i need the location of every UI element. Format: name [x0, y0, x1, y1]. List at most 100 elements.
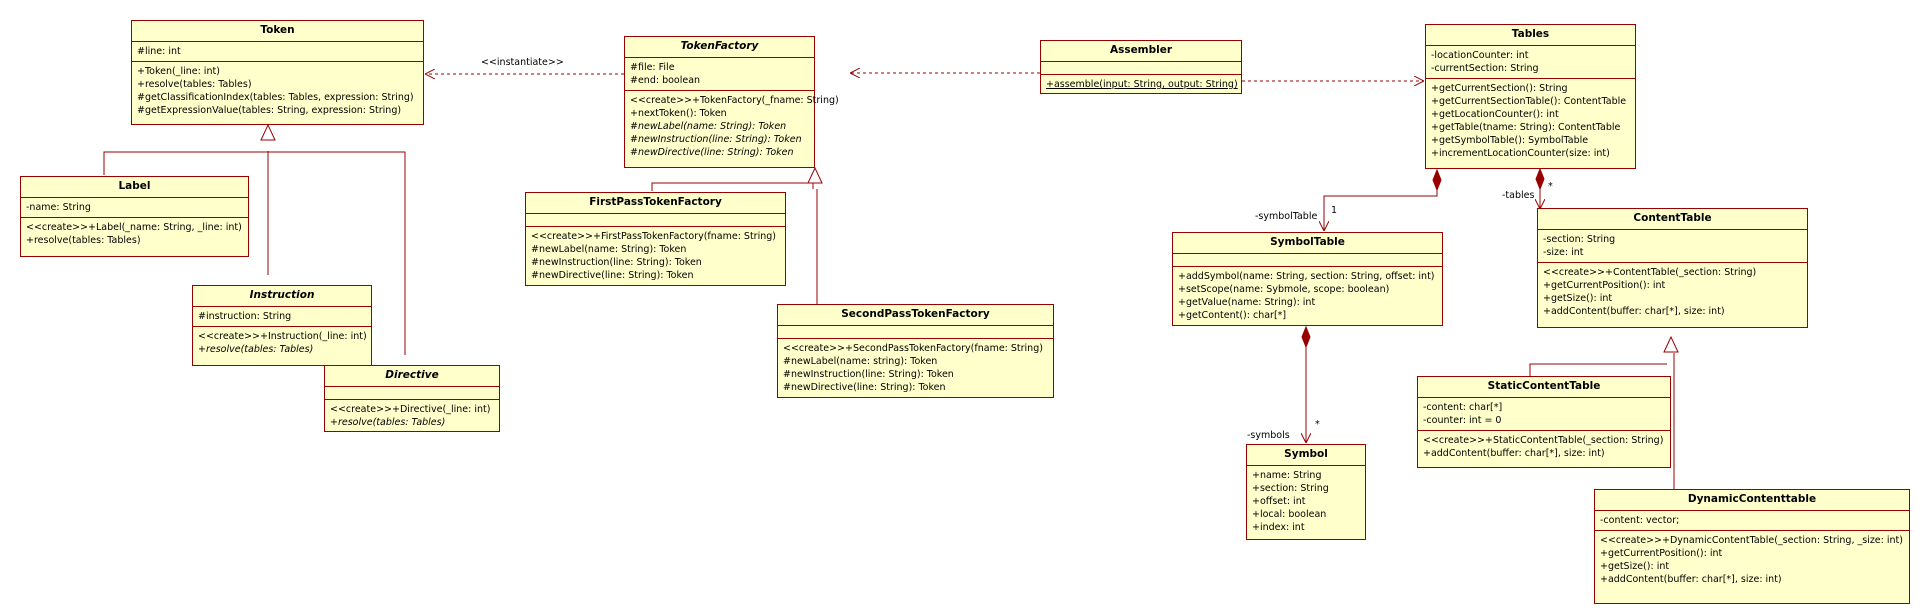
class-name: Symbol: [1247, 445, 1365, 466]
attribute-row: +section: String: [1252, 483, 1329, 494]
operation-row: +getSize(): int: [1543, 293, 1613, 304]
class-name: DynamicContenttable: [1595, 490, 1909, 511]
operation-row: +addContent(buffer: char[*], size: int): [1600, 574, 1782, 585]
operation-row: +nextToken(): Token: [630, 108, 727, 119]
attribute-row: -size: int: [1543, 247, 1584, 258]
class-name: Directive: [325, 366, 499, 387]
class-assembler[interactable]: Assembler +assemble(input: String, output…: [1040, 40, 1242, 94]
attributes-compartment: #line: int: [132, 42, 423, 62]
operation-row: +getCurrentPosition(): int: [1543, 280, 1666, 291]
operation-row: <<create>>+FirstPassTokenFactory(fname: …: [531, 231, 776, 242]
operation-row: +getTable(tname: String): ContentTable: [1431, 122, 1621, 133]
attribute-row: -locationCounter: int: [1431, 50, 1529, 61]
attributes-compartment: [1041, 62, 1241, 75]
class-instruction[interactable]: Instruction #instruction: String <<create>…: [192, 285, 372, 366]
operation-row: +resolve(tables: Tables): [198, 344, 314, 355]
class-name: StaticContentTable: [1418, 377, 1670, 398]
operation-row: +setScope(name: Sybmole, scope: boolean): [1178, 284, 1390, 295]
class-secondpasstokenfactory[interactable]: SecondPassTokenFactory <<create>>+SecondP…: [777, 304, 1054, 398]
operation-row: #newInstruction(line: String): Token: [531, 257, 702, 268]
operations-compartment: +assemble(input: String, output: String): [1041, 75, 1241, 94]
attribute-row: -content: vector;: [1600, 515, 1680, 526]
operation-row: +getCurrentSection(): String: [1431, 83, 1568, 94]
attribute-row: +name: String: [1252, 470, 1322, 481]
class-directive[interactable]: Directive <<create>>+Directive(_line: int…: [324, 365, 500, 432]
attribute-row: -name: String: [26, 202, 91, 213]
operation-row: +getLocationCounter(): int: [1431, 109, 1559, 120]
operations-compartment: <<create>>+StaticContentTable(_section: …: [1418, 431, 1670, 463]
class-name: ContentTable: [1538, 209, 1807, 230]
operation-row: #newLabel(name: String): Token: [531, 244, 687, 255]
operation-row: +getContent(): char[*]: [1178, 310, 1287, 321]
operation-row: <<create>>+StaticContentTable(_section: …: [1423, 435, 1664, 446]
class-name: SymbolTable: [1173, 233, 1442, 254]
class-name: SecondPassTokenFactory: [778, 305, 1053, 326]
class-name: TokenFactory: [625, 37, 814, 58]
operation-row: #newDirective(line: String): Token: [783, 382, 946, 393]
class-symboltable[interactable]: SymbolTable +addSymbol(name: String, sect…: [1172, 232, 1443, 326]
operation-row: #newLabel(name: String): Token: [630, 121, 787, 132]
attributes-compartment: #instruction: String: [193, 307, 371, 327]
class-name: Assembler: [1041, 41, 1241, 62]
class-label[interactable]: Label-name: String<<create>>+Label(_name…: [20, 176, 249, 257]
class-token[interactable]: Token#line: int+Token(_line: int)+resolv…: [131, 20, 424, 125]
attributes-compartment: -name: String: [21, 198, 248, 218]
class-name: Tables: [1426, 25, 1635, 46]
operation-row: #newDirective(line: String): Token: [531, 270, 694, 281]
operations-compartment: <<create>>+TokenFactory(_fname: String) +…: [625, 91, 839, 162]
tables-role-label: -tables: [1502, 190, 1535, 201]
operation-row: #getClassificationIndex(tables: Tables, …: [137, 92, 414, 103]
operation-row: +addSymbol(name: String, section: String…: [1178, 271, 1435, 282]
attributes-compartment: #file: File#end: boolean: [625, 58, 814, 91]
operation-row: +resolve(tables: Tables): [137, 79, 252, 90]
class-staticcontenttable[interactable]: StaticContentTable-content: char[*]-coun…: [1417, 376, 1671, 468]
class-firstpasstokenfactory[interactable]: FirstPassTokenFactory <<create>>+FirstPas…: [525, 192, 786, 286]
class-dynamiccontenttable[interactable]: DynamicContenttable -content: vector; <<cr…: [1594, 489, 1910, 604]
operation-row: <<create>>+ContentTable(_section: String…: [1543, 267, 1757, 278]
attributes-compartment: +name: String +section: String +offset: in…: [1247, 466, 1365, 537]
operations-compartment: <<create>>+Label(_name: String, _line: i…: [21, 218, 248, 250]
operation-row: +assemble(input: String, output: String): [1046, 79, 1238, 90]
operation-row: #newInstruction(line: String): Token: [783, 369, 954, 380]
class-tokenfactory[interactable]: TokenFactory#file: File#end: boolean<<cr…: [624, 36, 839, 168]
operations-compartment: <<create>>+FirstPassTokenFactory(fname: …: [526, 227, 785, 285]
attributes-compartment: [1173, 254, 1442, 267]
composition-symboltable-symbol: [1302, 325, 1310, 443]
operation-row: <<create>>+Directive(_line: int): [330, 404, 491, 415]
operations-compartment: <<create>>+SecondPassTokenFactory(fname:…: [778, 339, 1053, 397]
operation-row: +incrementLocationCounter(size: int): [1431, 148, 1610, 159]
attribute-row: -content: char[*]: [1423, 402, 1503, 413]
class-name: FirstPassTokenFactory: [526, 193, 785, 214]
attribute-row: -currentSection: String: [1431, 63, 1539, 74]
operation-row: +Token(_line: int): [137, 66, 220, 77]
class-symbol[interactable]: Symbol +name: String +section: String +offs…: [1246, 444, 1366, 540]
operation-row: +getValue(name: String): int: [1178, 297, 1316, 308]
attribute-row: +index: int: [1252, 522, 1305, 533]
symbols-multiplicity: *: [1315, 419, 1320, 430]
operation-row: #getExpressionValue(tables: String, expr…: [137, 105, 402, 116]
composition-tables-symboltable: [1324, 168, 1442, 231]
operation-row: +getCurrentSectionTable(): ContentTable: [1431, 96, 1627, 107]
operations-compartment: <<create>>+Instruction(_line: int) +resol…: [193, 327, 371, 359]
class-name: Instruction: [193, 286, 371, 307]
operation-row: +getSymbolTable(): SymbolTable: [1431, 135, 1589, 146]
composition-tables-contenttable: [1536, 167, 1544, 209]
class-contenttable[interactable]: ContentTable -section: String -size: int <<…: [1537, 208, 1808, 328]
operation-row: +resolve(tables: Tables): [330, 417, 446, 428]
instantiate-label: <<instantiate>>: [481, 57, 564, 68]
operation-row: <<create>>+TokenFactory(_fname: String): [630, 95, 839, 106]
operation-row: +getCurrentPosition(): int: [1600, 548, 1723, 559]
attributes-compartment: [526, 214, 785, 227]
operations-compartment: +getCurrentSection(): String +getCurrentS…: [1426, 79, 1635, 163]
attribute-row: +offset: int: [1252, 496, 1306, 507]
attribute-row: #instruction: String: [198, 311, 292, 322]
class-tables[interactable]: Tables -locationCounter: int -currentSecti…: [1425, 24, 1636, 169]
attribute-row: -section: String: [1543, 234, 1616, 245]
attribute-row: #end: boolean: [630, 75, 701, 86]
operation-row: #newInstruction(line: String): Token: [630, 134, 802, 145]
operation-row: <<create>>+Instruction(_line: int): [198, 331, 367, 342]
attributes-compartment: -content: vector;: [1595, 511, 1909, 531]
operation-row: <<create>>+DynamicContentTable(_section:…: [1600, 535, 1903, 546]
operation-row: #newDirective(line: String): Token: [630, 147, 794, 158]
operation-row: +addContent(buffer: char[*], size: int): [1543, 306, 1725, 317]
